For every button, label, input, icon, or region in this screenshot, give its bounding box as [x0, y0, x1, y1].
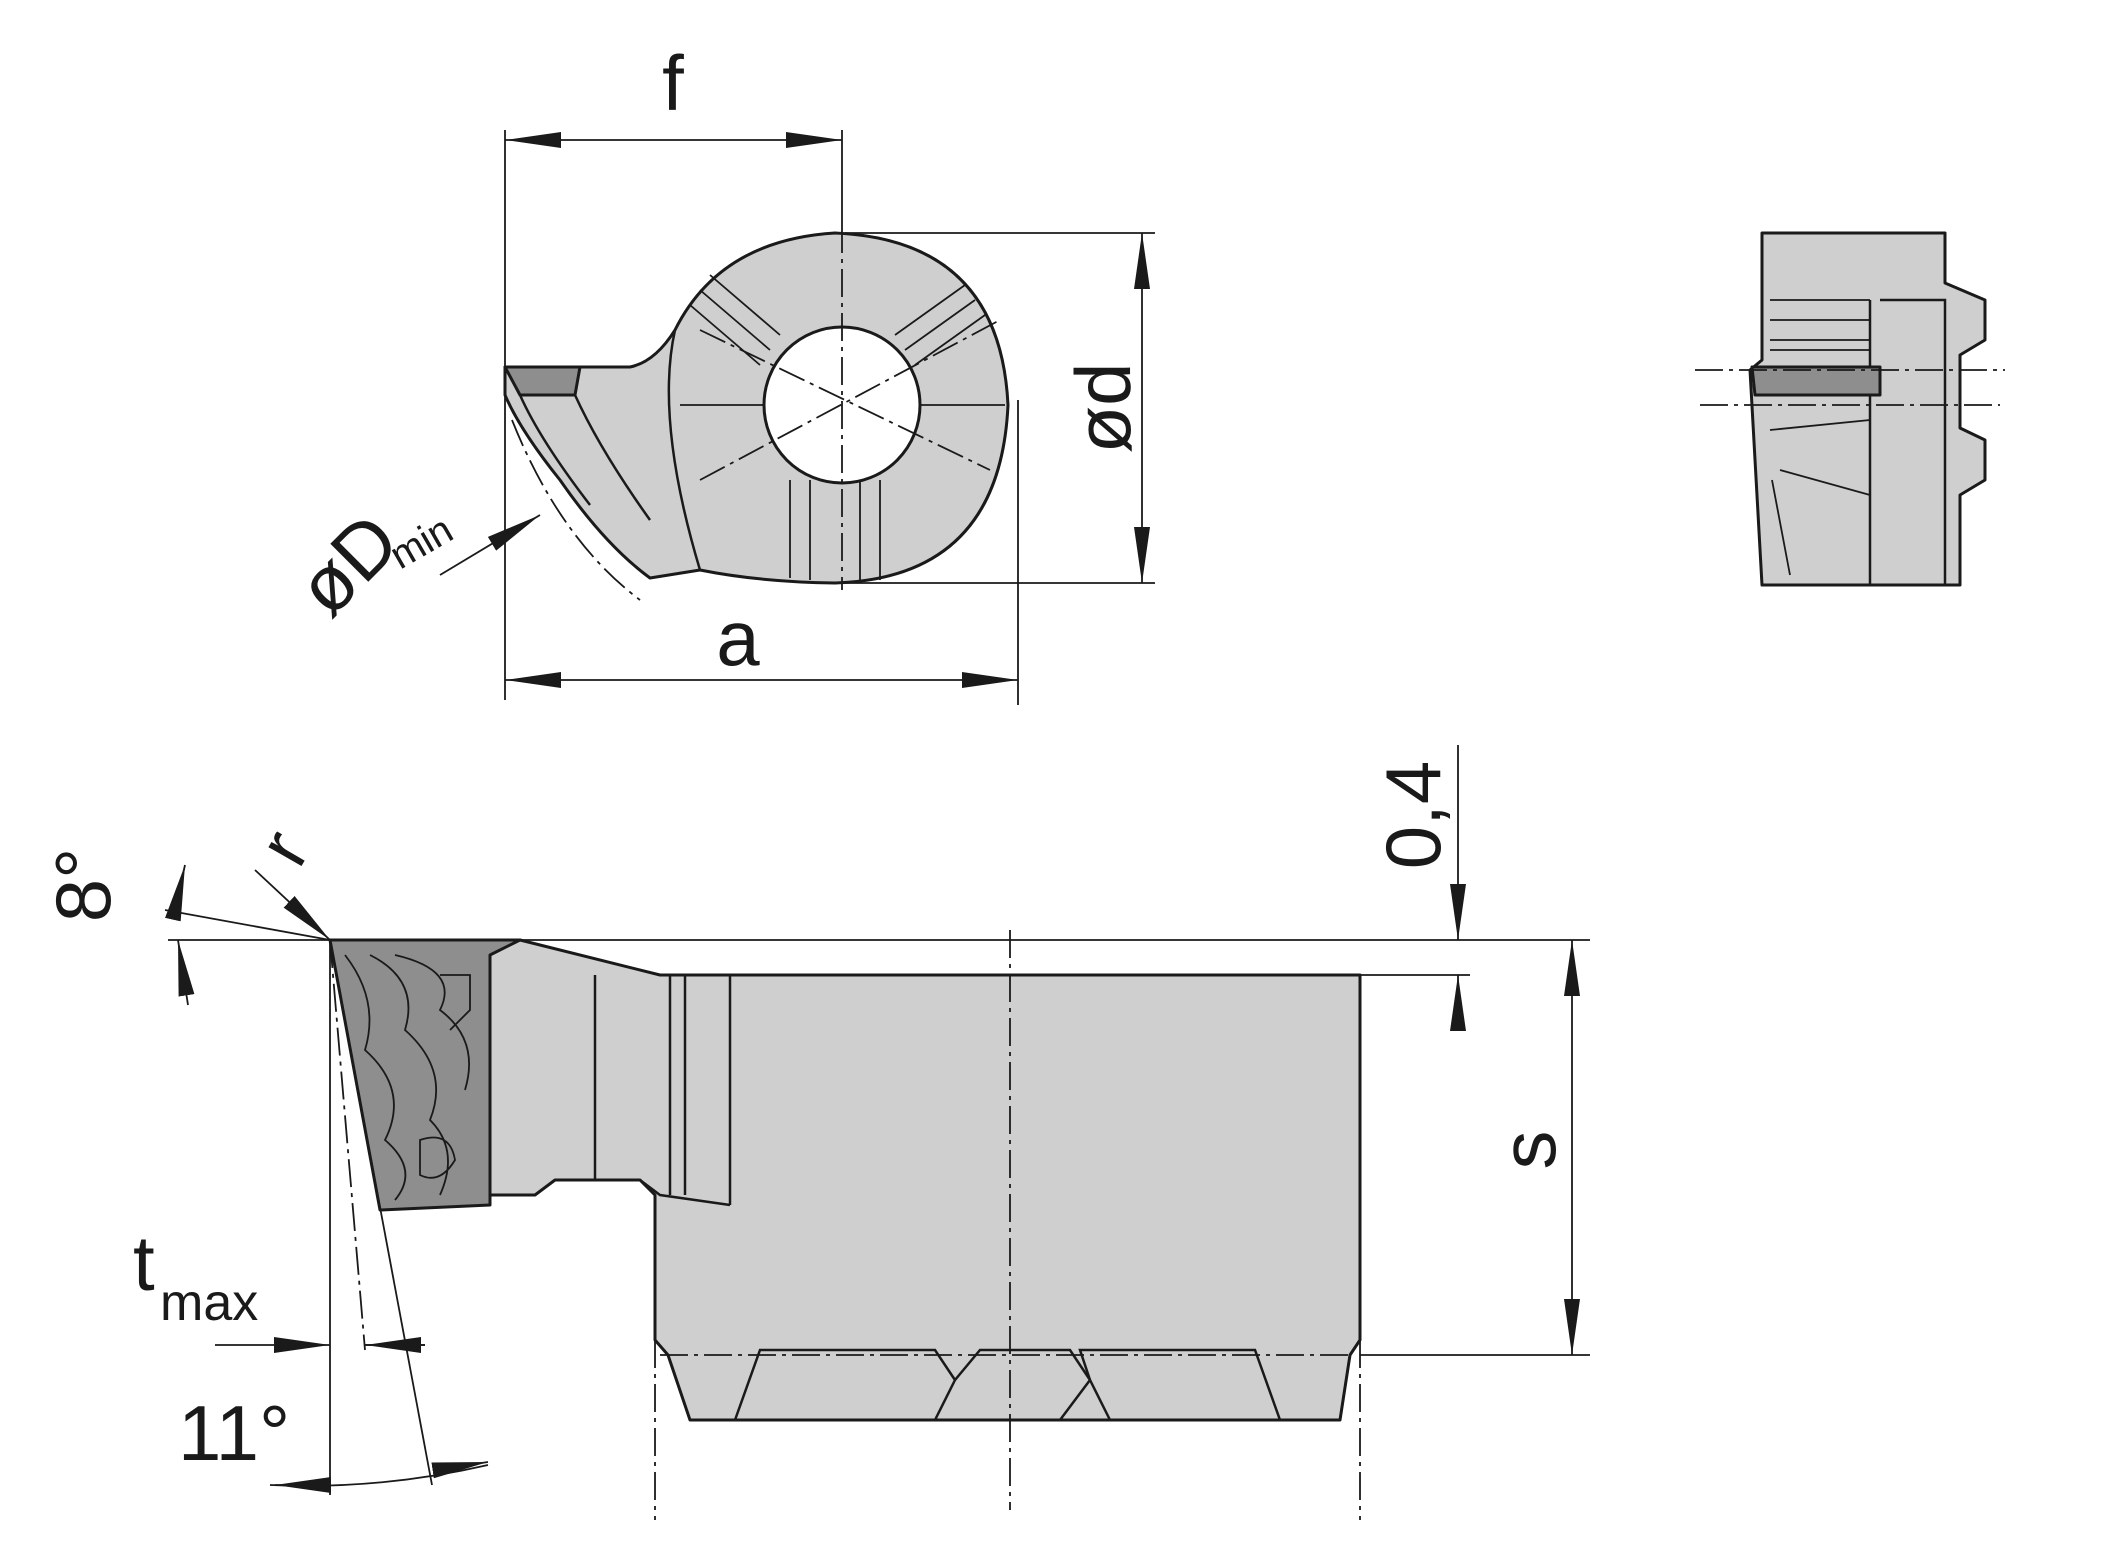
front-view-groove-3: [1078, 1348, 1282, 1421]
top-view-grooves: [680, 274, 1005, 580]
top-view-centerline-d1: [699, 329, 991, 471]
side-view-ribs: [1770, 299, 1870, 351]
front-view-groove-2: [954, 1348, 1092, 1381]
dim-r: [254, 869, 331, 941]
front-view-groove-1: [733, 1348, 957, 1421]
front-view-insert-wave-1: [344, 954, 407, 1201]
top-view-edge-2: [573, 394, 652, 521]
label-r: r: [244, 818, 325, 879]
top-view-edge: [518, 394, 591, 506]
front-view-insert-wave-2: [369, 954, 449, 1196]
front-view-neck-bottom: [639, 1179, 731, 1207]
dim-dmin: [439, 514, 541, 576]
front-view-body: [488, 938, 1362, 1422]
label-a: a: [716, 594, 760, 682]
front-view-groove-mid: [1059, 1377, 1112, 1421]
top-view-insert: [503, 365, 582, 397]
angle-8-arrow-top: [165, 864, 186, 922]
label-04: 0,4: [1369, 761, 1457, 869]
label-8deg: 8°: [39, 848, 127, 923]
side-view-step: [1880, 298, 1947, 585]
angle-8-arrow-bottom: [177, 939, 195, 1006]
clearance-line: [329, 939, 433, 1486]
angle-8-line: [164, 909, 331, 941]
front-view-insert-hole: [419, 1136, 456, 1179]
top-view-disc-edge: [667, 329, 702, 571]
side-view-insert: [1750, 365, 1882, 397]
front-view-insert-wave-3: [394, 954, 470, 1091]
label-f: f: [662, 39, 684, 127]
front-view-insert: [328, 938, 522, 1212]
top-view-centerline-d2: [699, 319, 1001, 481]
side-view: [1695, 231, 2005, 587]
label-oD: øD: [280, 496, 416, 632]
clearance-dash: [329, 939, 366, 1351]
front-view-insert-pocket: [440, 974, 471, 1031]
label-max: max: [160, 1274, 258, 1332]
angle-11-arc: [269, 1464, 489, 1487]
front-view: 0,4 s 8° r t max 11°: [39, 745, 1590, 1520]
side-view-lines: [1769, 419, 1871, 576]
label-11deg: 11°: [178, 1389, 290, 1477]
side-view-body: [1748, 231, 1987, 587]
label-s: s: [1484, 1131, 1572, 1170]
label-t: t: [133, 1219, 155, 1307]
top-view: f ød a øD min: [280, 39, 1155, 705]
angle-11-arrow-right: [431, 1461, 489, 1479]
front-view-neck-lines: [593, 975, 732, 1205]
label-od: ød: [1059, 362, 1147, 453]
top-view-dmin-arc: [511, 419, 641, 601]
top-view-body: [503, 231, 1010, 585]
